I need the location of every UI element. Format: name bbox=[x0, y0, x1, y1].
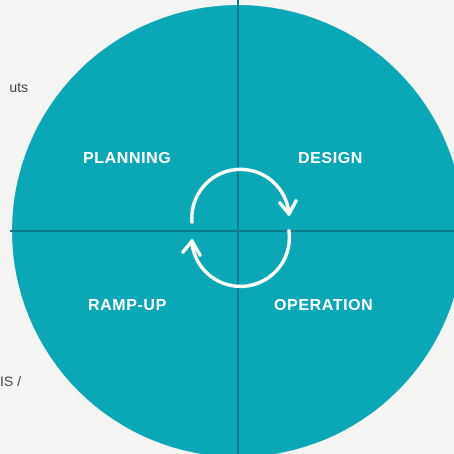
cycle-arrowhead-upper bbox=[278, 199, 298, 216]
phase-label-ramp-up: RAMP-UP bbox=[88, 297, 167, 314]
cycle-arrow-lower bbox=[190, 229, 292, 289]
cycle-arrows-icon bbox=[181, 167, 298, 289]
cut-off-text-bottom: IS / bbox=[0, 373, 22, 389]
phase-label-operation: OPERATION bbox=[274, 297, 374, 314]
circle-background bbox=[12, 5, 454, 454]
cycle-arrowhead-lower bbox=[181, 239, 202, 257]
cycle-arrow-upper bbox=[190, 167, 291, 224]
cut-off-text-top: uts bbox=[9, 79, 28, 95]
phase-label-planning: PLANNING bbox=[83, 150, 172, 167]
phase-label-design: DESIGN bbox=[298, 150, 363, 167]
